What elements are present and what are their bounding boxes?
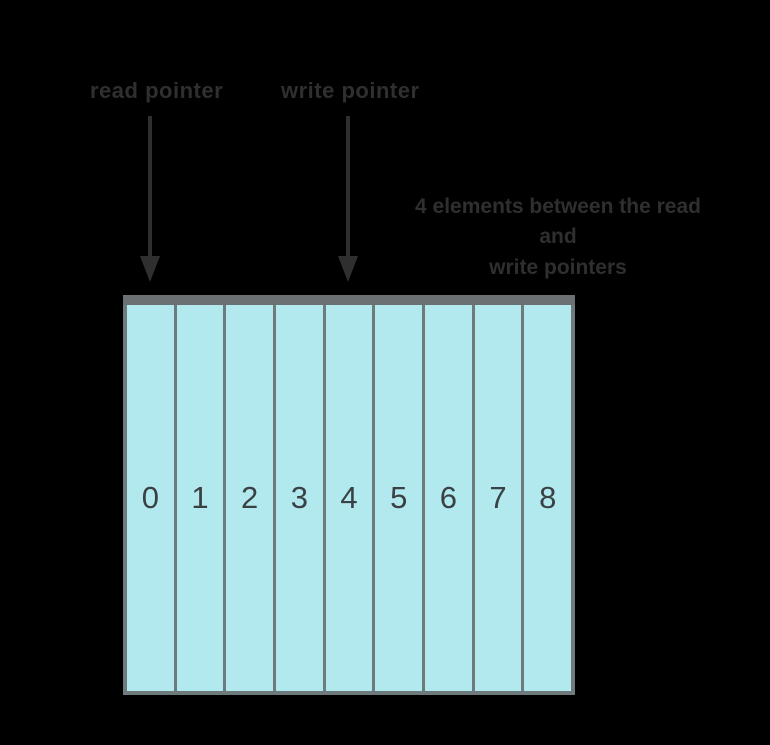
- arrow-shaft: [346, 116, 350, 258]
- array-cell: 1: [176, 305, 224, 691]
- cell-value: 3: [290, 480, 308, 515]
- array-cell: 0: [127, 305, 174, 691]
- read-pointer-label: read pointer: [90, 78, 224, 103]
- array-cell: 8: [524, 305, 572, 691]
- arrow-down-icon: [338, 256, 358, 282]
- cell-value: 5: [390, 480, 408, 515]
- array-cell: 4: [325, 305, 373, 691]
- cell-value: 8: [539, 480, 557, 515]
- write-pointer-label: write pointer: [281, 78, 420, 103]
- cell-value: 7: [489, 480, 507, 515]
- array-cell: 5: [375, 305, 423, 691]
- side-note-line1: 4 elements between the read and: [415, 195, 701, 249]
- cell-value: 2: [241, 480, 259, 515]
- array-cell: 2: [226, 305, 274, 691]
- arrow-down-icon: [140, 256, 160, 282]
- side-note-line2: write pointers: [489, 255, 627, 279]
- array-cell: 7: [474, 305, 522, 691]
- array-cell: 6: [425, 305, 472, 691]
- array-cell: 3: [276, 305, 323, 691]
- cell-value: 4: [340, 480, 358, 515]
- cell-value: 1: [191, 480, 209, 515]
- arrow-shaft: [148, 116, 152, 258]
- side-note: 4 elements between the read and write po…: [395, 192, 721, 283]
- cell-value: 6: [439, 480, 457, 515]
- cell-value: 0: [141, 480, 159, 515]
